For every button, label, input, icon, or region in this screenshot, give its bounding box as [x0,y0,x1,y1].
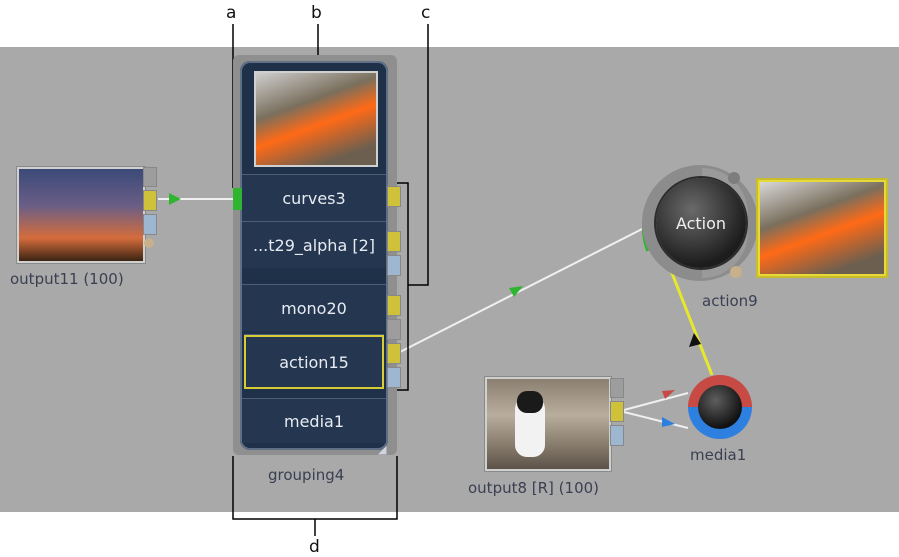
action9-label: action9 [702,292,758,310]
callout-b: b [311,3,322,23]
schematic-canvas[interactable] [0,47,899,512]
group-row-action15[interactable]: action15 [244,334,384,389]
media1-label: media1 [690,446,747,464]
output-port-icon[interactable] [143,190,157,211]
group-row-alpha[interactable]: ...t29_alpha [2] [242,221,386,268]
output11-ports [143,167,157,251]
action9-thumbnail[interactable] [758,180,886,276]
output8-thumbnail[interactable] [485,377,611,471]
grouping-label: grouping4 [268,466,345,484]
callout-a: a [226,3,237,23]
action-ball-text: Action [675,213,727,233]
action-node[interactable]: Action [656,178,746,268]
output8-label: output8 [R] (100) [468,479,600,497]
output8-ports [610,378,624,449]
output-port-icon[interactable] [387,186,401,207]
output11-label: output11 (100) [10,270,124,288]
callout-d: d [309,537,320,557]
group-row-mono20[interactable]: mono20 [242,284,386,331]
group-row-media1[interactable]: media1 [242,398,386,443]
grouping-thumbnail [254,71,378,167]
grouping-output-ports [387,186,401,210]
output-port-icon[interactable] [610,401,624,422]
media-node[interactable] [698,385,742,429]
group-row-curves3[interactable]: curves3 [242,174,386,221]
output11-thumbnail[interactable] [17,167,145,263]
resize-handle-icon[interactable]: ◢ [378,443,387,456]
callout-c: c [421,3,431,23]
input-port-icon[interactable] [233,188,242,210]
